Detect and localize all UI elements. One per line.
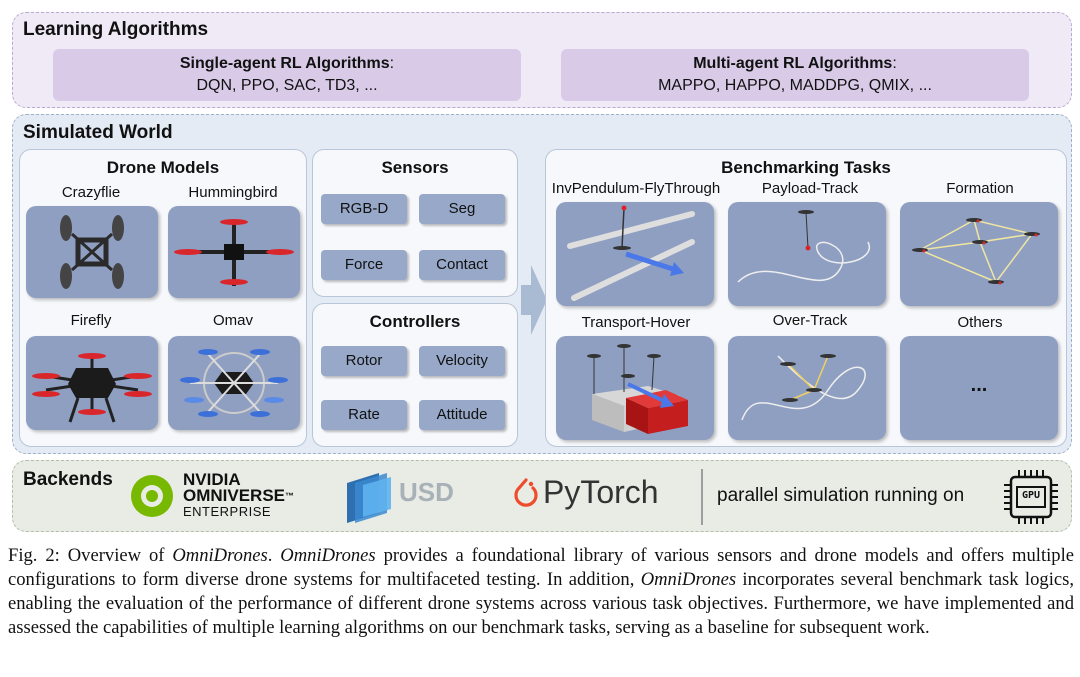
usd-logo-icon xyxy=(347,473,391,523)
benchmarking-tasks-panel: Benchmarking Tasks InvPendulum-FlyThroug… xyxy=(545,149,1067,447)
task-label-invpendulum: InvPendulum-FlyThrough xyxy=(551,180,721,197)
single-agent-colon: : xyxy=(389,55,395,72)
multi-agent-colon: : xyxy=(892,55,897,72)
single-agent-title: Single-agent RL Algorithms xyxy=(179,55,390,72)
drone-label-crazyflie: Crazyflie xyxy=(61,184,121,201)
nvidia-omniverse-logo-icon xyxy=(131,475,173,517)
sensor-contact: Contact xyxy=(419,250,505,280)
over-track-image xyxy=(728,336,886,440)
omniverse-word: OMNIVERSE xyxy=(183,486,286,505)
multi-agent-box: Multi-agent RL Algorithms: MAPPO, HAPPO,… xyxy=(561,49,1029,101)
multi-agent-list: MAPPO, HAPPO, MADDPG, QMIX, ... xyxy=(658,77,932,94)
task-label-formation: Formation xyxy=(946,180,1014,197)
firefly-drone-icon xyxy=(32,353,152,423)
nvidia-text: NVIDIA xyxy=(183,470,241,489)
sensor-rgbd: RGB-D xyxy=(321,194,407,224)
task-label-others: Others xyxy=(957,314,1003,331)
sensor-seg: Seg xyxy=(419,194,505,224)
caption-part-3: provides a foundational library of vario… xyxy=(8,545,1075,590)
caption-emph-3: OmniDrones xyxy=(640,569,737,590)
formation-image xyxy=(900,202,1058,306)
controller-rotor: Rotor xyxy=(321,346,407,376)
formation-scene-icon xyxy=(912,218,1040,285)
backends-section: Backends NVIDIA OMNIVERSE™ ENTERPRISE US… xyxy=(12,460,1072,532)
payload-track-scene-icon xyxy=(737,210,871,283)
pytorch-text: PyTorch xyxy=(543,474,659,510)
task-label-over-track: Over-Track xyxy=(772,312,848,329)
single-agent-list: DQN, PPO, SAC, TD3, ... xyxy=(196,77,378,94)
crazyflie-drone-icon xyxy=(60,215,124,289)
sensors-panel: Sensors RGB-D Seg Force Contact xyxy=(312,149,518,297)
learning-algorithms-title: Learning Algorithms xyxy=(23,19,209,40)
transport-hover-scene-icon xyxy=(587,344,688,434)
task-label-payload-track: Payload-Track xyxy=(761,180,859,197)
drone-models-panel: Drone Models Crazyflie Hummingbird xyxy=(19,149,307,447)
flow-arrow-icon xyxy=(521,265,547,335)
parallel-simulation-text: parallel simulation running on xyxy=(717,485,965,506)
sensor-force: Force xyxy=(321,250,407,280)
drone-models-title: Drone Models xyxy=(106,158,220,177)
invpendulum-scene-icon xyxy=(567,205,695,301)
hummingbird-image xyxy=(168,206,300,298)
gpu-label: GPU xyxy=(1021,490,1041,501)
controllers-title: Controllers xyxy=(369,312,461,331)
omav-image xyxy=(168,336,300,430)
crazyflie-image xyxy=(26,206,158,298)
sensors-title: Sensors xyxy=(381,158,449,177)
payload-track-image xyxy=(728,202,886,306)
omav-drone-icon xyxy=(180,349,288,417)
caption-emph-1: OmniDrones xyxy=(172,545,268,566)
backends-divider xyxy=(701,469,703,525)
invpendulum-image xyxy=(556,202,714,306)
caption-part-1: Fig. 2: Overview of xyxy=(8,545,173,566)
learning-algorithms-section: Learning Algorithms Single-agent RL Algo… xyxy=(12,12,1072,108)
over-track-scene-icon xyxy=(741,354,866,421)
simulated-world-section: Simulated World Drone Models Crazyflie H… xyxy=(12,114,1072,454)
others-ellipsis: ... xyxy=(970,374,988,396)
benchmarking-tasks-title: Benchmarking Tasks xyxy=(721,158,891,177)
enterprise-text: ENTERPRISE xyxy=(183,504,272,519)
caption-part-4: incorporates several benchmark task logi… xyxy=(8,569,1074,638)
multi-agent-title: Multi-agent RL Algorithms xyxy=(693,55,893,72)
others-image: ... xyxy=(900,336,1058,440)
task-label-transport-hover: Transport-Hover xyxy=(581,314,691,331)
controller-rate: Rate xyxy=(321,400,407,430)
controllers-panel: Controllers Rotor Velocity Rate Attitude xyxy=(312,303,518,447)
drone-label-hummingbird: Hummingbird xyxy=(188,184,278,201)
omniverse-tm: ™ xyxy=(285,491,295,501)
simulated-world-title: Simulated World xyxy=(23,122,173,143)
gpu-chip-icon: GPU xyxy=(1003,469,1059,525)
firefly-image xyxy=(26,336,158,430)
single-agent-box: Single-agent RL Algorithms: DQN, PPO, SA… xyxy=(53,49,521,101)
controller-attitude: Attitude xyxy=(419,400,505,430)
hummingbird-drone-icon xyxy=(174,219,294,286)
controller-velocity: Velocity xyxy=(419,346,505,376)
pytorch-flame-icon xyxy=(514,478,538,507)
figure-caption: Fig. 2: Overview of OmniDrones. OmniDron… xyxy=(8,544,1074,640)
drone-label-omav: Omav xyxy=(212,312,253,329)
usd-text: USD xyxy=(399,477,454,507)
omniverse-text: OMNIVERSE™ xyxy=(183,486,295,505)
caption-emph-2: OmniDrones xyxy=(280,545,376,566)
backends-title: Backends xyxy=(23,469,113,490)
transport-hover-image xyxy=(556,336,714,440)
caption-part-2: . xyxy=(267,545,281,566)
drone-label-firefly: Firefly xyxy=(70,312,112,329)
